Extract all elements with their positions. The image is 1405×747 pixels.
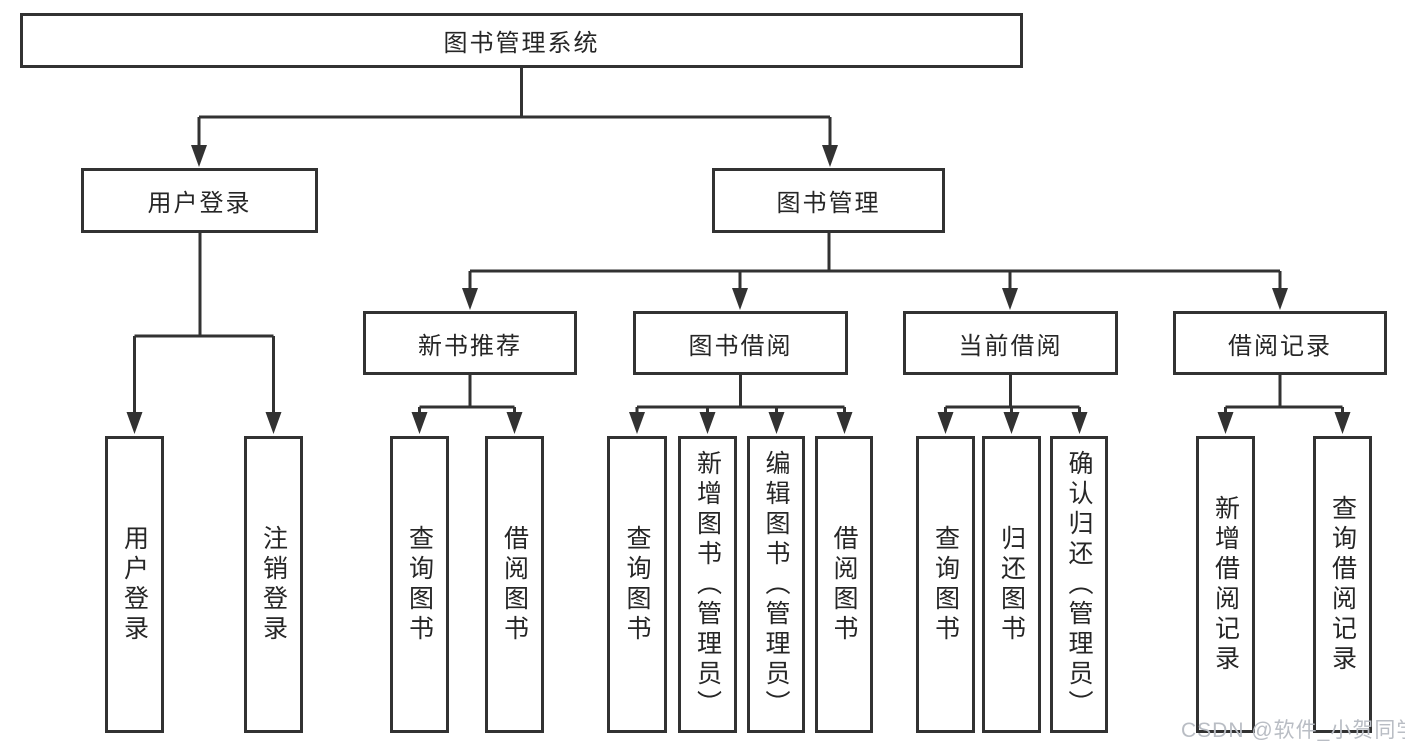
leaf-return-book: 归还图书: [982, 436, 1041, 733]
node-new-book-recommend: 新书推荐: [363, 311, 577, 375]
node-borrow-records: 借阅记录: [1173, 311, 1387, 375]
leaf-query-book-borrow: 查询图书: [607, 436, 667, 733]
leaf-logout: 注销登录: [244, 436, 303, 733]
leaf-add-borrow-record: 新增借阅记录: [1196, 436, 1255, 733]
leaf-borrow-book: 借阅图书: [815, 436, 873, 733]
leaf-confirm-return-admin: 确认归还（管理员）: [1050, 436, 1108, 733]
connector-paths: [133, 68, 1344, 424]
leaf-query-borrow-record: 查询借阅记录: [1313, 436, 1372, 733]
csdn-watermark: CSDN @软件_小贺同学: [1181, 719, 1405, 742]
leaf-add-book-admin: 新增图书（管理员）: [678, 436, 737, 733]
node-root-system: 图书管理系统: [20, 13, 1023, 68]
node-current-borrow: 当前借阅: [903, 311, 1118, 375]
leaf-query-book-recommend: 查询图书: [390, 436, 449, 733]
node-user-login: 用户登录: [81, 168, 318, 233]
arrowheads: [126, 145, 1351, 434]
leaf-query-book-current: 查询图书: [916, 436, 975, 733]
node-book-management: 图书管理: [712, 168, 945, 233]
leaf-edit-book-admin: 编辑图书（管理员）: [747, 436, 805, 733]
leaf-user-login: 用户登录: [105, 436, 164, 733]
node-book-borrow: 图书借阅: [633, 311, 848, 375]
leaf-borrow-book-recommend: 借阅图书: [485, 436, 544, 733]
